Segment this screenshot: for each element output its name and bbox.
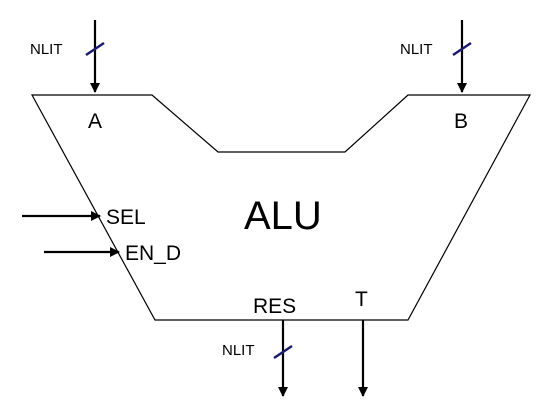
input-b-width-label: NLIT	[400, 41, 433, 58]
input-en-d-port: EN_D	[44, 242, 181, 265]
input-sel-port: SEL	[22, 206, 146, 229]
output-res-label: RES	[253, 295, 296, 318]
output-t-port: T	[355, 288, 368, 397]
input-a-bus-marker	[85, 41, 105, 57]
input-b-port: NLIT B	[400, 20, 472, 133]
alu-body	[30, 94, 532, 321]
input-a-label: A	[88, 110, 102, 133]
output-t-label: T	[355, 288, 368, 311]
output-res-bus-marker	[273, 344, 293, 360]
output-res-width-label: NLIT	[222, 342, 255, 359]
alu-title: ALU	[244, 194, 322, 238]
input-a-width-label: NLIT	[30, 41, 63, 58]
input-b-label: B	[454, 110, 468, 133]
input-b-bus-marker	[452, 41, 472, 57]
input-en-d-label: EN_D	[125, 242, 181, 265]
input-a-port: NLIT A	[30, 20, 105, 133]
output-res-port: RES NLIT	[222, 295, 296, 397]
input-sel-label: SEL	[106, 206, 146, 229]
